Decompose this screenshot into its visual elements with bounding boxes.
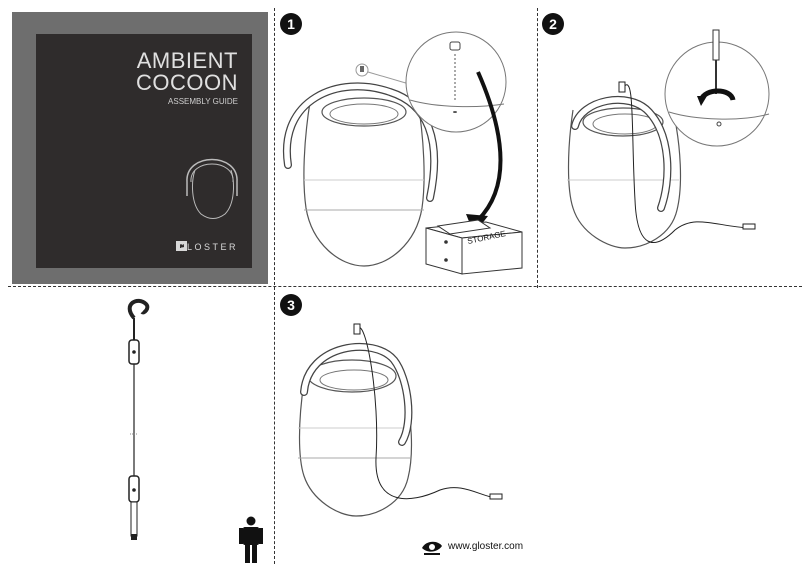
cover-subtitle: ASSEMBLY GUIDE [168, 97, 238, 106]
gloster-swirl-logo-icon [422, 541, 442, 555]
step-3-illustration [298, 323, 503, 517]
gloster-logo-icon [176, 241, 187, 251]
step-2-badge: 2 [542, 13, 564, 35]
cover-title-line-1: AMBIENT [136, 48, 238, 73]
person-scale-icon [239, 516, 263, 563]
cover-brand: GLOSTER [177, 242, 238, 252]
step-3-badge: 3 [280, 294, 302, 316]
divider-vertical-2 [537, 8, 538, 288]
cocoon-outline-icon [186, 158, 238, 219]
step-1-badge: 1 [280, 13, 302, 35]
cover-panel: AMBIENT COCOON ASSEMBLY GUIDE GLOSTER [12, 12, 268, 284]
step-2-illustration [567, 29, 770, 249]
hanging-cable-illustration [127, 298, 150, 540]
step-1-illustration: STORAGE [282, 31, 523, 275]
divider-horizontal [8, 286, 802, 287]
cover-card: AMBIENT COCOON ASSEMBLY GUIDE GLOSTER [36, 34, 252, 268]
cover-title-line-2: COCOON [136, 70, 238, 95]
website-link[interactable]: www.gloster.com [448, 541, 524, 552]
